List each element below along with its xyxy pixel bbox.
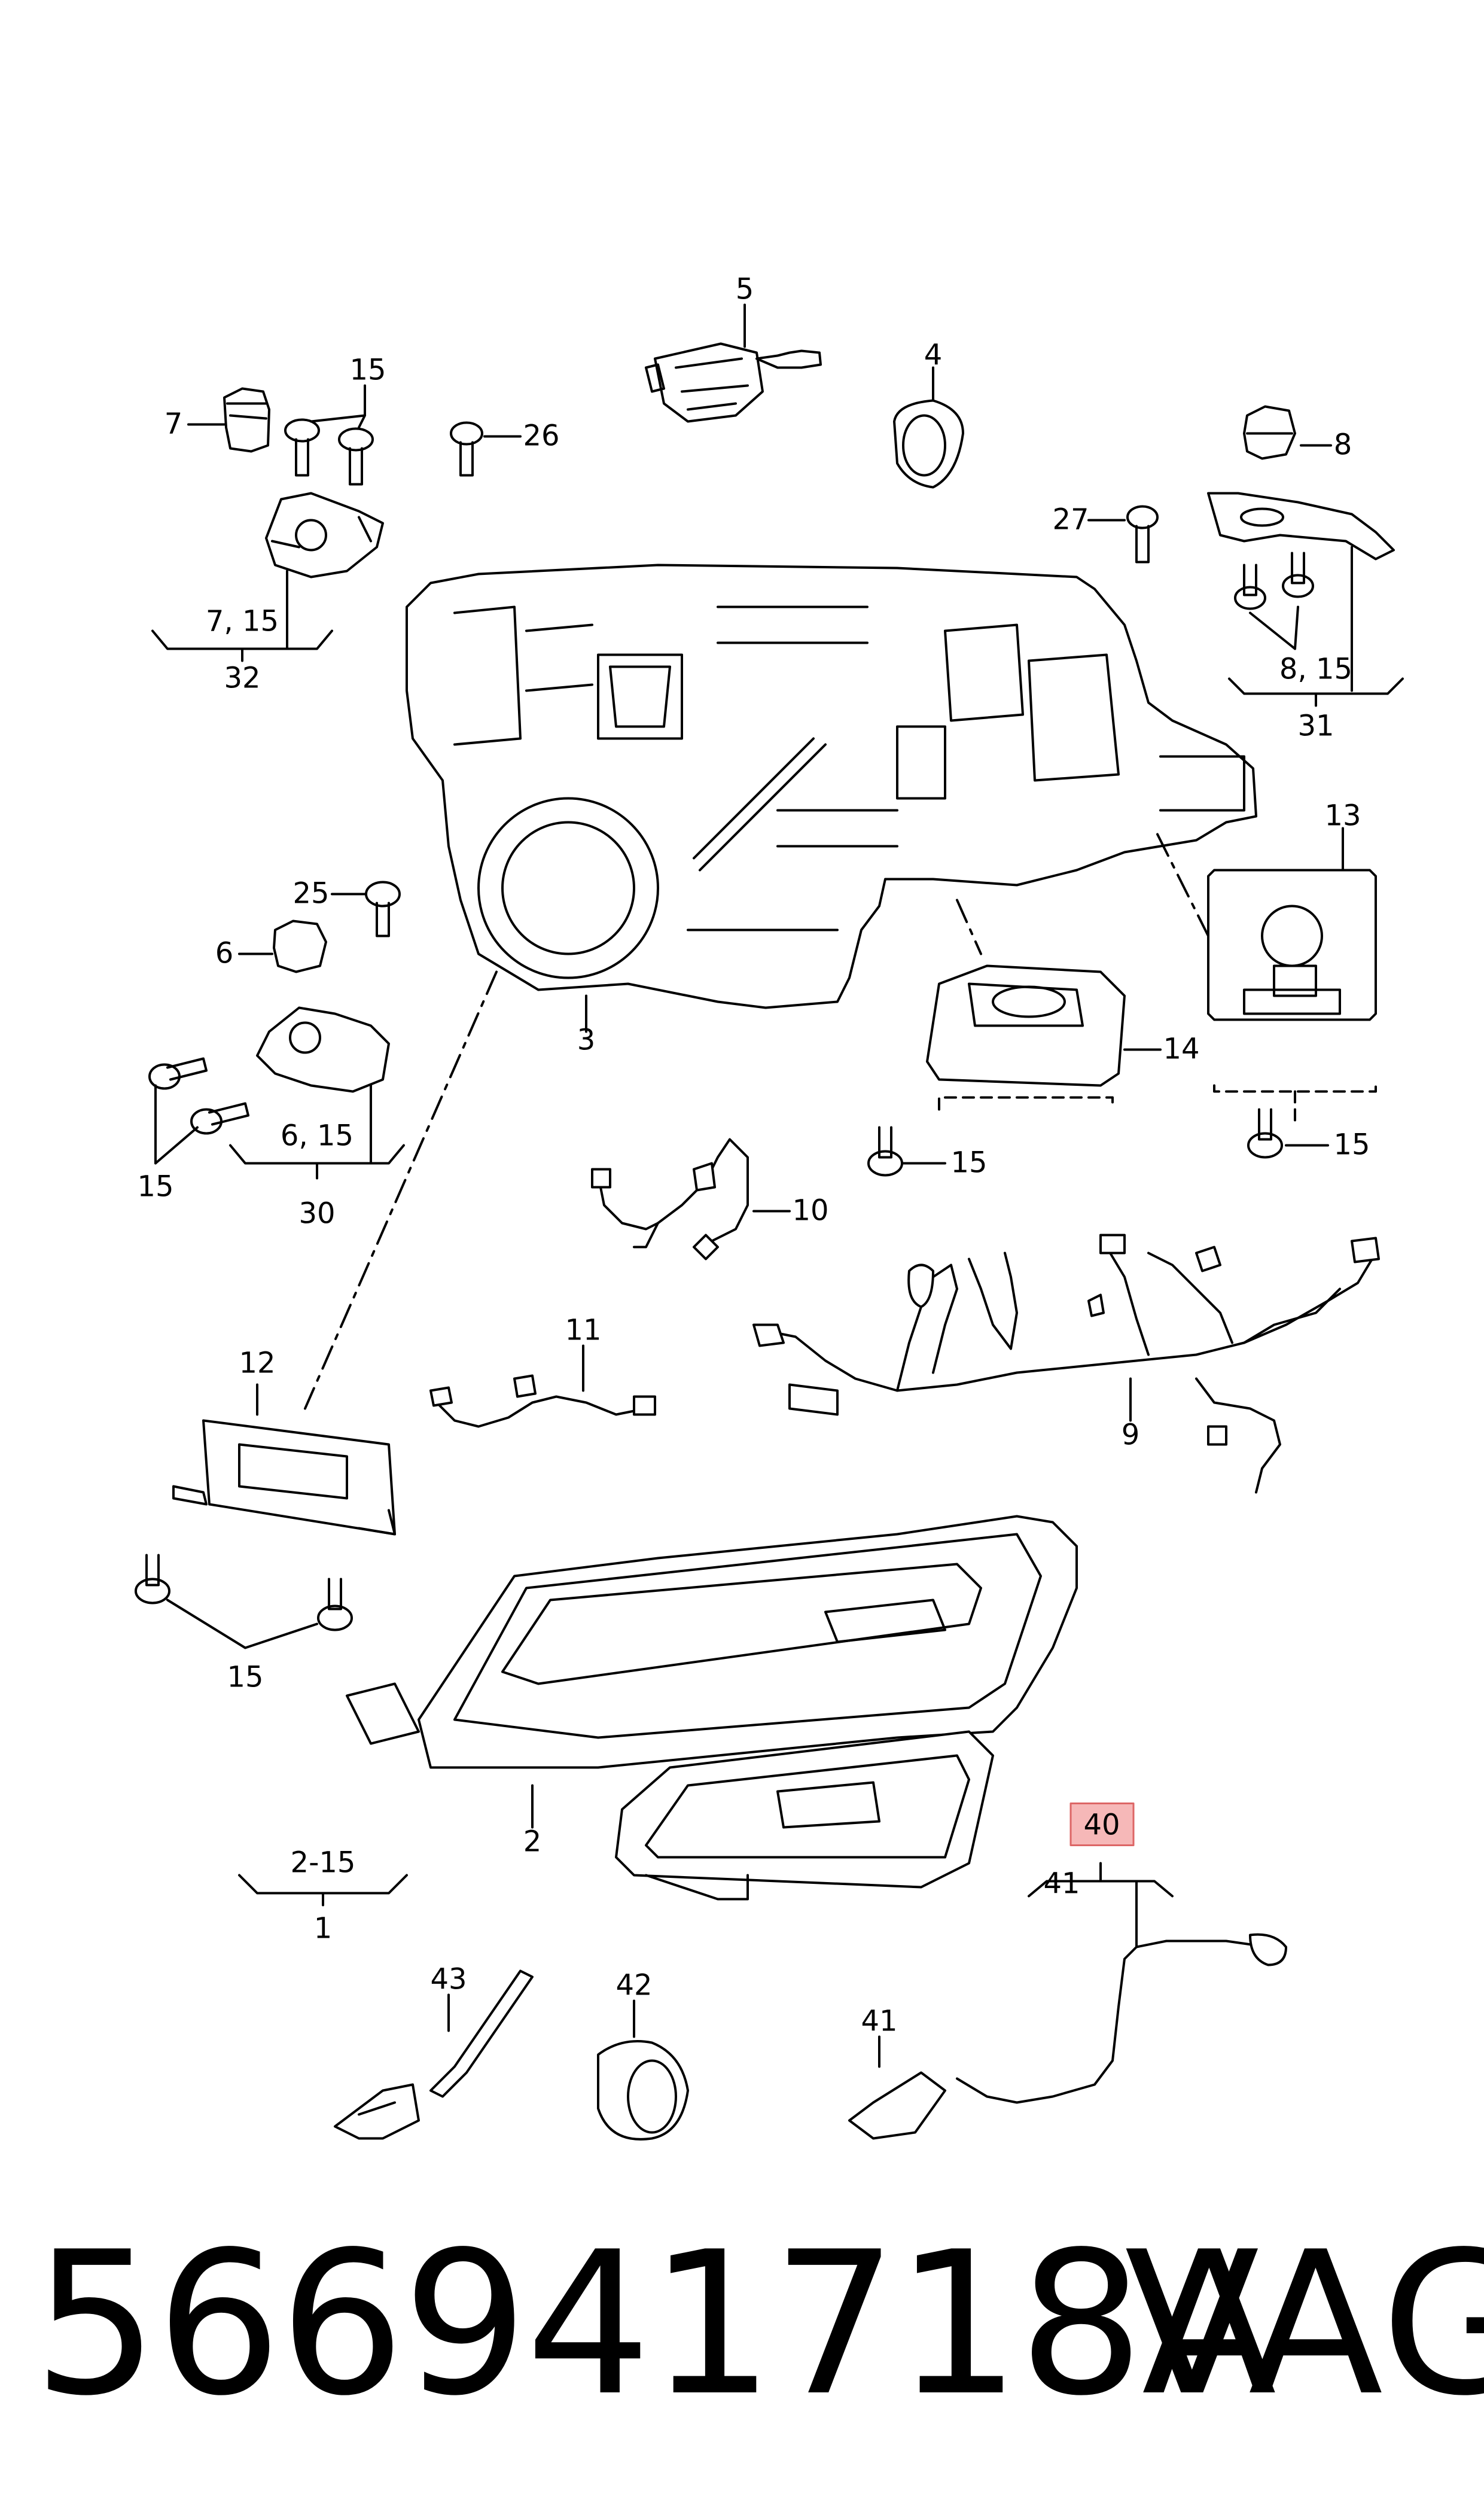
callout-27: 27 xyxy=(1052,503,1089,537)
nut-part-6 xyxy=(273,919,327,973)
bracket-part-30 xyxy=(256,1006,390,1093)
nut-part-8 xyxy=(1243,405,1296,460)
screw-part-15f xyxy=(1247,1108,1283,1159)
callout-15d: 15 xyxy=(137,1170,173,1204)
group-41-sub: 41 xyxy=(1043,1867,1080,1901)
callout-15e: 15 xyxy=(227,1661,263,1694)
bracket-part-32 xyxy=(265,492,384,578)
callout-15b: 15 xyxy=(950,1146,987,1180)
screw-part-15h xyxy=(317,1578,353,1631)
screw-part-25 xyxy=(365,881,401,937)
group-1: 1 xyxy=(314,1912,333,1945)
callout-25: 25 xyxy=(292,877,329,911)
callout-10: 10 xyxy=(792,1194,828,1228)
screw-part-15a xyxy=(284,418,320,477)
callout-13: 13 xyxy=(1324,799,1361,833)
callout-5: 5 xyxy=(736,273,754,306)
callout-9: 9 xyxy=(1122,1418,1140,1452)
callout-40: 40 xyxy=(1083,1808,1120,1842)
callout-43: 43 xyxy=(430,1963,467,1996)
led-module-part-14 xyxy=(926,964,1126,1087)
group-32-sub: 7, 15 xyxy=(206,605,279,638)
screw-part-15d xyxy=(190,1102,249,1135)
callout-11: 11 xyxy=(565,1314,601,1347)
group-31: 31 xyxy=(1297,710,1334,743)
screw-part-26 xyxy=(450,421,483,477)
nut-part-7 xyxy=(223,387,270,453)
screw-part-15c xyxy=(148,1057,208,1090)
highlight-box-40 xyxy=(1069,1803,1135,1846)
callout-41: 41 xyxy=(861,2005,897,2038)
wiring-harness-part-9 xyxy=(752,1234,1380,1494)
group-32: 32 xyxy=(224,662,260,695)
group-30-sub: 6, 15 xyxy=(281,1119,354,1153)
screw-part-15g xyxy=(135,1554,170,1604)
callout-42: 42 xyxy=(615,1969,652,2002)
callout-14: 14 xyxy=(1163,1033,1199,1066)
wiring-harness-part-10 xyxy=(591,1138,749,1260)
callout-15a: 15 xyxy=(349,354,386,387)
control-unit-part-12 xyxy=(172,1419,396,1536)
cable-tie-part-43 xyxy=(334,1969,534,2140)
screw-part-8a xyxy=(1234,564,1266,610)
callout-12: 12 xyxy=(239,1347,275,1380)
grommet-part xyxy=(893,399,964,489)
group-1-sub: 2-15 xyxy=(291,1846,356,1880)
callout-3: 3 xyxy=(577,1024,596,1057)
callout-15c: 15 xyxy=(1333,1128,1370,1162)
callout-26: 26 xyxy=(523,419,559,453)
screw-part-15b xyxy=(338,427,374,486)
wiring-harness-part-11 xyxy=(429,1374,656,1428)
screw-part-15e xyxy=(867,1126,903,1177)
callout-6: 6 xyxy=(215,937,234,970)
headlight-housing-part xyxy=(406,564,1257,1009)
leveling-motor-part xyxy=(645,342,822,423)
group-31-sub: 8, 15 xyxy=(1279,653,1352,686)
hose-part-41 xyxy=(848,1933,1287,2140)
headlight-assembly-part-2 xyxy=(346,1515,1078,1901)
bracket-part-31 xyxy=(1207,492,1395,561)
screw-part-8b xyxy=(1282,552,1314,598)
screw-part-27 xyxy=(1126,505,1159,564)
group-30: 30 xyxy=(298,1197,335,1231)
callout-4: 4 xyxy=(924,339,943,372)
callout-7: 7 xyxy=(164,407,183,441)
control-module-part-13 xyxy=(1207,869,1377,1021)
part-number: 566941718A xyxy=(33,2209,1276,2439)
bushing-part-42 xyxy=(597,2040,689,2141)
callout-2: 2 xyxy=(523,1825,542,1859)
brand-name: VAG xyxy=(1125,2209,1484,2439)
callout-8: 8 xyxy=(1334,428,1352,462)
